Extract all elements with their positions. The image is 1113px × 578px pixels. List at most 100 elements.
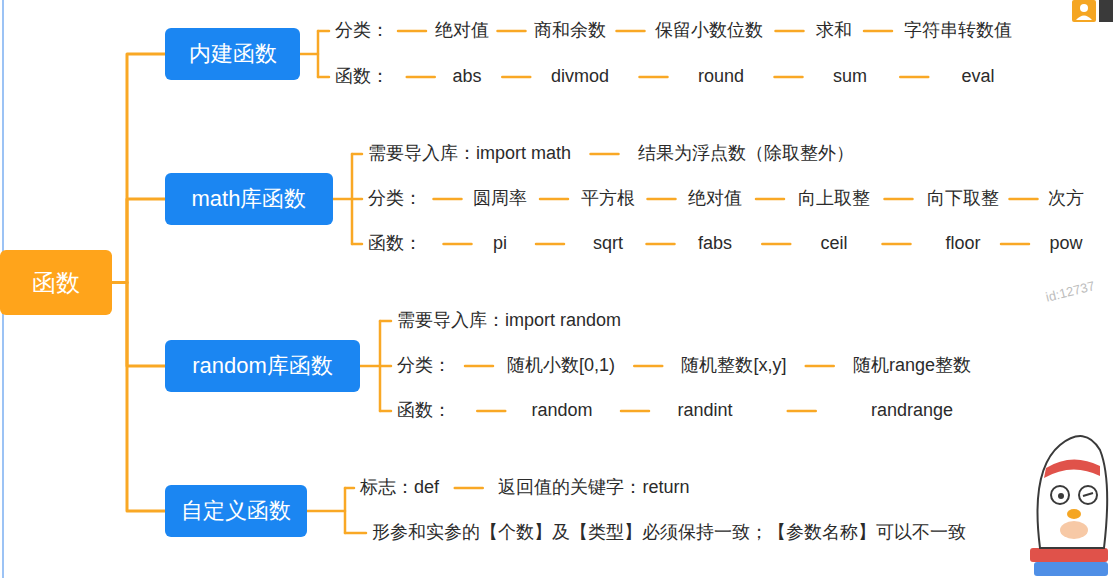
branch-text: 圆周率	[473, 188, 527, 210]
branch-text: randint	[677, 400, 732, 422]
dash-connector	[883, 243, 911, 246]
bracket-line	[380, 410, 391, 413]
branch-text: 结果为浮点数（除取整外）	[638, 143, 854, 165]
dash-connector	[536, 243, 564, 246]
bracket-line	[380, 320, 391, 323]
root-box: 函数	[0, 250, 112, 315]
branch-text: randrange	[871, 400, 953, 422]
branch-text: 形参和实参的【个数】及【类型】必须保持一致；【参数名称】可以不一致	[372, 522, 966, 544]
box-title: 函数	[32, 267, 80, 299]
dash-connector	[398, 30, 426, 33]
dash-connector	[540, 198, 568, 201]
bracket-line	[345, 532, 366, 535]
dash-connector	[639, 76, 667, 79]
dash-connector	[775, 76, 803, 79]
branch-text: 分类：	[397, 355, 451, 377]
dash-connector	[1010, 198, 1038, 201]
category-box: 自定义函数	[165, 485, 307, 537]
branch-text: 需要导入库：import random	[397, 310, 621, 332]
branch-text: abs	[452, 66, 481, 88]
branch-text: pow	[1049, 233, 1082, 255]
branch-text: 随机整数[x,y]	[681, 355, 786, 377]
dash-connector	[762, 243, 790, 246]
branch-text: 向下取整	[927, 188, 999, 210]
bracket-line	[352, 198, 362, 201]
box-title: 内建函数	[189, 39, 277, 69]
bracket-line	[318, 76, 329, 79]
branch-text: 函数：	[335, 66, 389, 88]
box-title: random库函数	[192, 351, 333, 381]
bracket-line	[317, 31, 320, 77]
branch-text: ceil	[820, 233, 847, 255]
dash-connector	[617, 30, 645, 33]
bracket-line	[345, 487, 354, 490]
dash-connector	[465, 365, 493, 368]
category-box: 内建函数	[165, 28, 300, 80]
dash-connector	[455, 487, 483, 490]
bracket-line	[344, 488, 347, 533]
dash-connector	[864, 30, 892, 33]
tree-connector	[112, 283, 165, 367]
bracket-line	[352, 153, 362, 156]
category-box: random库函数	[165, 340, 360, 392]
dash-connector	[1001, 243, 1029, 246]
dash-connector	[498, 30, 526, 33]
dash-connector	[776, 30, 804, 33]
dash-connector	[788, 410, 816, 413]
branch-text: sum	[833, 66, 867, 88]
branch-text: 函数：	[368, 233, 422, 255]
branch-text: eval	[961, 66, 994, 88]
branch-text: 返回值的关键字：return	[498, 477, 689, 499]
tree-connector	[112, 283, 165, 512]
branch-text: 随机range整数	[853, 355, 971, 377]
branch-text: 平方根	[581, 188, 635, 210]
branch-text: 分类：	[368, 188, 422, 210]
branch-text: round	[698, 66, 744, 88]
tree-connector	[112, 54, 165, 283]
branch-text: 商和余数	[534, 20, 606, 42]
branch-text: fabs	[698, 233, 732, 255]
dash-connector	[443, 243, 471, 246]
branch-text: 分类：	[335, 20, 389, 42]
tree-connector	[112, 199, 165, 283]
branch-text: 字符串转数值	[904, 20, 1012, 42]
branch-text: 向上取整	[798, 188, 870, 210]
branch-text: 标志：def	[360, 477, 439, 499]
dash-connector	[477, 410, 505, 413]
category-box: math库函数	[165, 173, 333, 225]
bracket-line	[307, 510, 345, 513]
bracket-line	[333, 198, 352, 201]
dash-connector	[621, 410, 649, 413]
branch-text: 保留小数位数	[655, 20, 763, 42]
dash-connector	[407, 76, 435, 79]
dash-connector	[591, 153, 619, 156]
bracket-line	[360, 365, 380, 368]
bracket-line	[352, 243, 362, 246]
branch-text: 绝对值	[688, 188, 742, 210]
dash-connector	[434, 198, 462, 201]
bracket-line	[380, 365, 391, 368]
branch-text: divmod	[551, 66, 609, 88]
box-title: math库函数	[192, 184, 307, 214]
branch-text: 求和	[816, 20, 852, 42]
dash-connector	[900, 76, 928, 79]
watermark: id:12737	[1044, 278, 1096, 305]
mascot-figure	[1030, 436, 1108, 576]
dash-connector	[806, 365, 834, 368]
branch-text: pi	[493, 233, 507, 255]
branch-text: 需要导入库：import math	[368, 143, 571, 165]
branch-text: 绝对值	[435, 20, 489, 42]
branch-text: floor	[945, 233, 980, 255]
dash-connector	[634, 365, 662, 368]
branch-text: random	[531, 400, 592, 422]
dash-connector	[646, 243, 674, 246]
branch-text: 次方	[1048, 188, 1084, 210]
bracket-line	[318, 30, 329, 33]
branch-text: 函数：	[397, 400, 451, 422]
dash-connector	[756, 198, 784, 201]
box-title: 自定义函数	[181, 496, 291, 526]
dash-connector	[502, 76, 530, 79]
branch-text: sqrt	[593, 233, 623, 255]
bracket-line	[300, 53, 318, 56]
